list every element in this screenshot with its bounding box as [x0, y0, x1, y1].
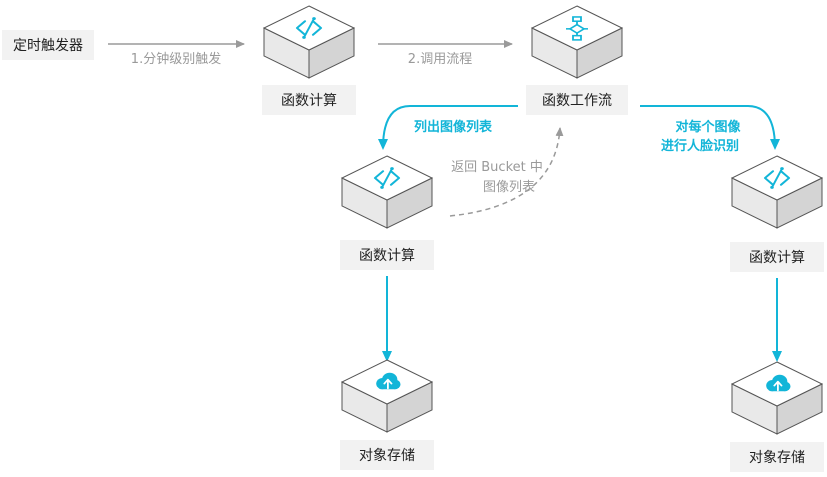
- oss-left-label-box: [340, 440, 434, 470]
- oss-right-label: 对象存储: [749, 450, 805, 466]
- fc-list-label-box: [340, 240, 434, 270]
- edge-workflow-face-label-2: 进行人脸识别: [661, 138, 739, 154]
- fc-face-label-box: [730, 242, 824, 272]
- edge-fc-to-workflow: 2.调用流程: [378, 40, 513, 67]
- workflow-node: 函数工作流: [526, 5, 628, 115]
- oss-right-cube: [731, 361, 823, 435]
- fc-list-node: 函数计算: [340, 155, 434, 270]
- edge-workflow-face-label-1: 对每个图像: [675, 119, 741, 135]
- fc-main-node: 函数计算: [262, 5, 356, 115]
- trigger-label: 定时触发器: [13, 38, 83, 54]
- edge-workflow-list-label: 列出图像列表: [414, 119, 493, 135]
- trigger-box: [2, 30, 94, 60]
- oss-left-node: 对象存储: [340, 359, 434, 470]
- oss-right-label-box: [730, 442, 824, 472]
- edge-workflow-to-face: 对每个图像 进行人脸识别: [640, 105, 780, 154]
- fc-face-cube: [731, 155, 823, 229]
- fc-main-label-box: [262, 85, 356, 115]
- edge-fc-workflow-label: 2.调用流程: [408, 52, 472, 67]
- workflow-label: 函数工作流: [542, 93, 612, 109]
- oss-right-node: 对象存储: [730, 361, 824, 472]
- fc-main-label: 函数计算: [281, 93, 337, 109]
- edge-list-return-label-1: 返回 Bucket 中: [451, 160, 543, 175]
- oss-left-cube: [341, 359, 433, 433]
- edge-list-return: 返回 Bucket 中 图像列表: [449, 127, 564, 217]
- edge-trigger-label: 1.分钟级别触发: [131, 51, 221, 67]
- fc-list-label: 函数计算: [359, 248, 415, 264]
- workflow-label-box: [526, 85, 628, 115]
- edge-workflow-face-line: [640, 105, 780, 150]
- fc-list-cube: [341, 155, 433, 229]
- trigger-node: 定时触发器: [2, 30, 94, 60]
- fc-face-node: 函数计算: [730, 155, 824, 272]
- edge-workflow-list-line: [378, 105, 518, 150]
- edge-list-return-label-2: 图像列表: [483, 180, 535, 195]
- fc-main-cube: [263, 5, 355, 79]
- fc-face-label: 函数计算: [749, 250, 805, 266]
- edge-trigger-to-fc: 1.分钟级别触发: [108, 40, 245, 67]
- edge-workflow-to-list: 列出图像列表: [378, 105, 518, 150]
- edge-list-return-line: [449, 127, 564, 217]
- oss-left-label: 对象存储: [359, 448, 415, 464]
